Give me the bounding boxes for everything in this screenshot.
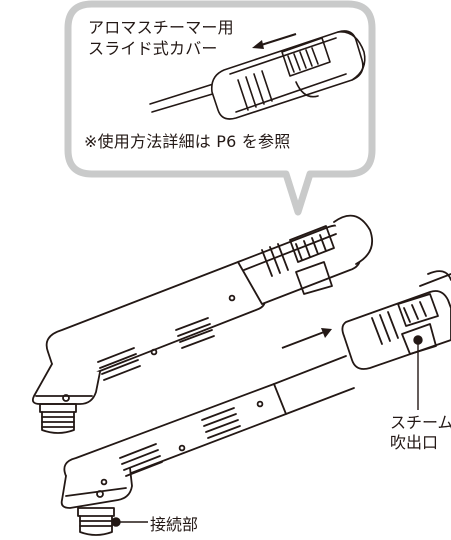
handle-with-cover xyxy=(31,214,374,434)
callout-note: ※使用方法詳細は P6 を参照 xyxy=(84,132,291,151)
steam-outlet-label-line2: 吹出口 xyxy=(390,433,439,452)
steam-outlet-label-line1: スチーム xyxy=(390,413,451,432)
cover-detail-illustration xyxy=(149,30,366,120)
connection-label: 接続部 xyxy=(150,515,199,534)
leader-lines xyxy=(111,335,423,527)
slide-direction-arrow xyxy=(252,33,297,49)
handle-cover-slid xyxy=(60,270,451,536)
callout-caption-line2: スライド式カバー xyxy=(88,39,218,58)
callout-caption-line1: アロマスチーマー用 xyxy=(88,18,234,37)
slide-open-arrow xyxy=(281,328,332,349)
